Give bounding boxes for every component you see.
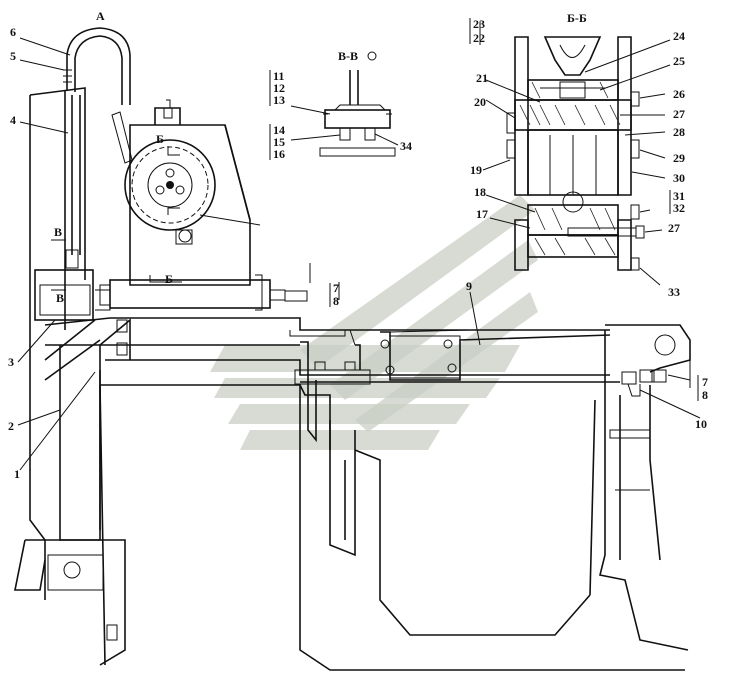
callout-8-right: 8 xyxy=(702,388,708,402)
callout-30: 30 xyxy=(673,171,685,185)
callout-20: 20 xyxy=(474,95,486,109)
callout-1: 1 xyxy=(14,467,20,481)
callout-34: 34 xyxy=(400,139,412,153)
callout-19: 19 xyxy=(470,163,482,177)
view-title-bb: Б-Б xyxy=(567,11,587,25)
callout-32: 32 xyxy=(673,201,685,215)
callout-11: 11 xyxy=(273,69,284,83)
callout-16: 16 xyxy=(273,147,285,161)
callout-10: 10 xyxy=(695,417,707,431)
callout-13: 13 xyxy=(273,93,285,107)
callout-23: 23 xyxy=(473,17,485,31)
callout-6: 6 xyxy=(10,25,16,39)
callout-7-top: 7 xyxy=(333,281,339,295)
view-titles: А Б-Б В-В Б Б В В xyxy=(54,9,587,305)
cut-mark-v-top: В xyxy=(54,225,62,239)
callout-29: 29 xyxy=(673,151,685,165)
cut-mark-b-bottom: Б xyxy=(165,272,173,286)
callout-28: 28 xyxy=(673,125,685,139)
callout-27-top: 27 xyxy=(673,107,685,121)
callout-3: 3 xyxy=(8,355,14,369)
callout-17: 17 xyxy=(476,207,488,221)
callout-26: 26 xyxy=(673,87,685,101)
upper-mechanism xyxy=(34,27,396,321)
callout-15: 15 xyxy=(273,135,285,149)
part-callouts: 6 5 4 3 2 1 7 8 9 10 7 8 11 12 13 14 15 … xyxy=(8,17,708,481)
main-frame xyxy=(14,87,691,671)
callout-2: 2 xyxy=(8,419,14,433)
callout-7-right: 7 xyxy=(702,375,708,389)
callout-24: 24 xyxy=(673,29,685,43)
callout-group-bars xyxy=(269,18,699,401)
cut-mark-b-top: Б xyxy=(156,132,164,146)
callout-18: 18 xyxy=(474,185,486,199)
callout-21: 21 xyxy=(476,71,488,85)
callout-12: 12 xyxy=(273,81,285,95)
section-bb xyxy=(506,36,645,271)
watermark-logo xyxy=(210,195,538,450)
callout-22: 22 xyxy=(473,31,485,45)
cut-mark-v-bottom: В xyxy=(56,291,64,305)
view-title-a: А xyxy=(96,9,105,23)
callout-14: 14 xyxy=(273,123,285,137)
callout-9: 9 xyxy=(466,279,472,293)
callout-31: 31 xyxy=(673,189,685,203)
callout-25: 25 xyxy=(673,54,685,68)
callout-4: 4 xyxy=(10,113,16,127)
callout-8-top: 8 xyxy=(333,294,339,308)
callout-27-bottom: 27 xyxy=(668,221,680,235)
view-title-vv: В-В xyxy=(338,49,358,63)
callout-33: 33 xyxy=(668,285,680,299)
callout-5: 5 xyxy=(10,49,16,63)
leader-lines xyxy=(17,22,701,471)
